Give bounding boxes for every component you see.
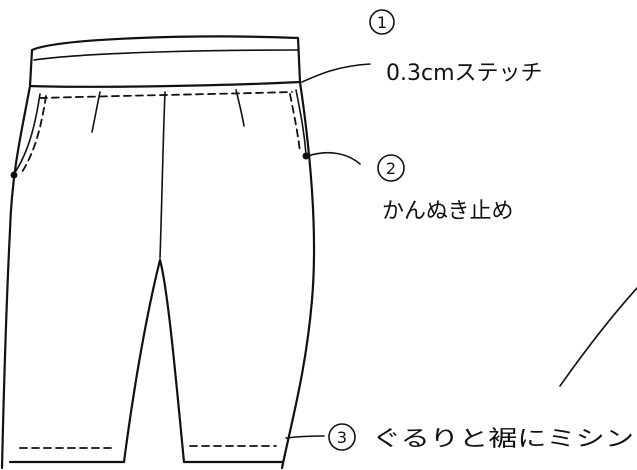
pants-inseam: [122, 258, 186, 464]
annotation-1-number: 1: [377, 13, 387, 32]
leader-line-3: [285, 435, 325, 439]
leader-line-1: [301, 63, 371, 83]
annotation-3-text: ぐるりと裾にミシン: [372, 427, 634, 452]
annotation-3-number: 3: [337, 428, 347, 447]
center-front-line: [159, 91, 166, 259]
right-pocket-line: [295, 89, 307, 155]
left-pocket-stitch: [21, 95, 47, 173]
left-pleat: [91, 91, 101, 133]
right-pleat: [235, 89, 245, 127]
right-bartack-dot: [302, 152, 310, 160]
right-pocket-stitch: [289, 93, 301, 153]
pants-outer-outline: [0, 80, 316, 470]
annotation-2-text: かんぬき止め: [382, 199, 514, 224]
annotation-1-circle: [369, 9, 395, 35]
stray-line: [559, 287, 637, 387]
left-bartack-dot: [10, 171, 18, 179]
annotation-3-circle: [328, 423, 356, 451]
leader-line-2: [307, 151, 361, 165]
annotation-2-circle: [377, 154, 405, 182]
waist-stitch-line: [39, 91, 293, 99]
waistband: [28, 35, 302, 88]
annotation-2-number: 2: [386, 159, 396, 178]
annotation-1-text: 0.3cmステッチ: [386, 61, 543, 86]
left-pocket-line: [13, 93, 41, 175]
waistband-seam-top: [33, 49, 299, 61]
